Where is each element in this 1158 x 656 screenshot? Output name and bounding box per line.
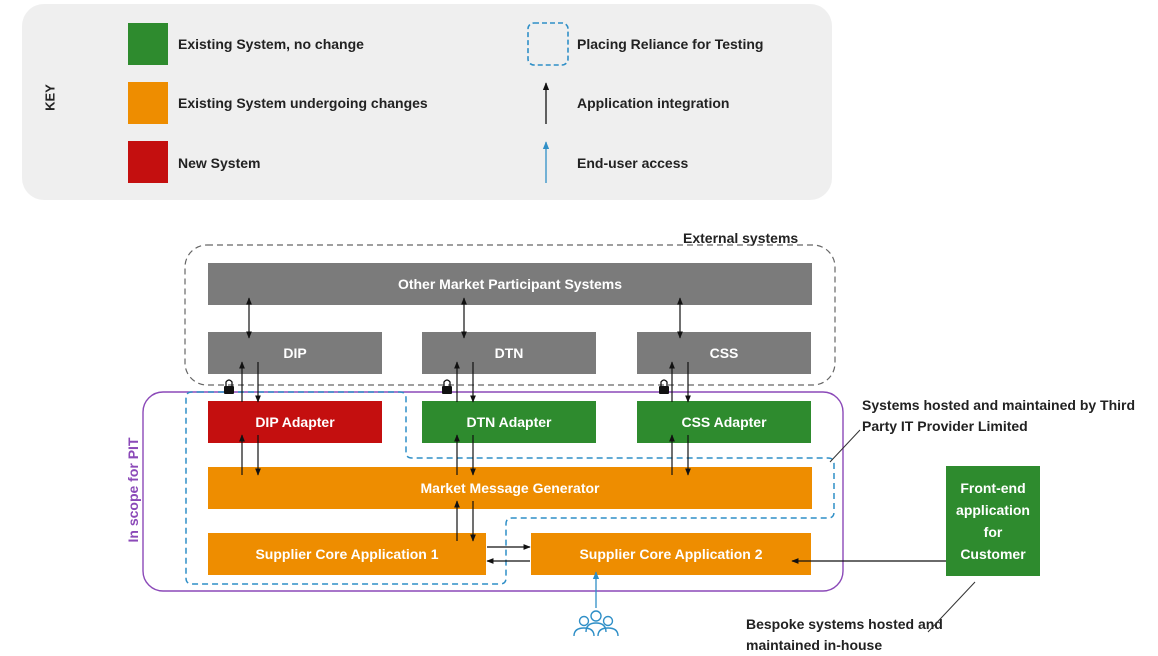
third-party-pointer [829,429,861,463]
red-swatch [128,141,168,183]
key-label-reliance: Placing Reliance for Testing [577,36,764,52]
reliance-region [185,391,835,585]
dtn-adapter-box: DTN Adapter [422,401,596,443]
supplier-core-2-box: Supplier Core Application 2 [531,533,811,575]
padlock-icon [224,379,234,394]
external-systems-boundary [184,244,836,386]
third-party-note: Systems hosted and maintained by Third P… [862,397,1136,434]
key-label-changing: Existing System undergoing changes [178,95,428,111]
market-message-generator-box: Market Message Generator [208,467,812,509]
dip-adapter-box: DIP Adapter [208,401,382,443]
in-scope-boundary [142,391,844,592]
supplier-core-1-box: Supplier Core Application 1 [208,533,486,575]
users-icon [573,610,619,637]
key-label-new: New System [178,155,261,171]
key-label-enduser: End-user access [577,155,689,171]
css-adapter-box: CSS Adapter [637,401,811,443]
padlock-icon [442,379,452,394]
other-market-box: Other Market Participant Systems [208,263,812,305]
key-label-integration: Application integration [577,95,730,111]
key-label-existing: Existing System, no change [178,36,364,52]
padlock-icon [659,379,669,394]
bespoke-note: Bespoke systems hosted and maintained in… [746,616,943,653]
css-box: CSS [637,332,811,374]
green-swatch [128,23,168,65]
orange-swatch [128,82,168,124]
external-systems-label: External systems [683,230,799,246]
front-end-box: Front-end application for Customer [946,466,1040,576]
dtn-box: DTN [422,332,596,374]
dip-box: DIP [208,332,382,374]
bespoke-pointer [927,581,976,633]
dashed-box-icon [527,22,569,66]
